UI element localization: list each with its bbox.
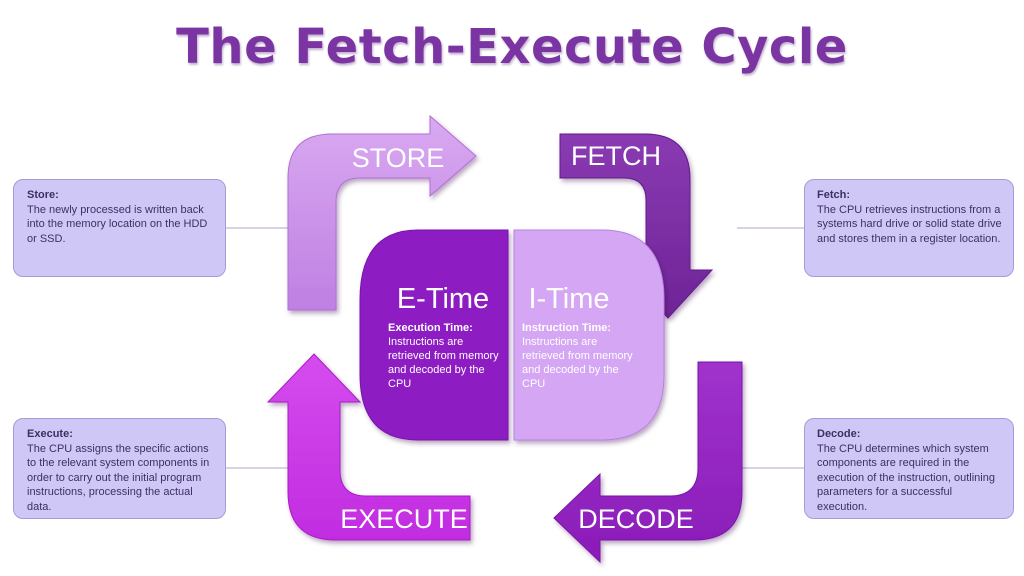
etime-text: Execution Time: Instructions are retriev… [388,321,508,391]
etime-panel [359,229,509,441]
store-heading: Store: [27,189,59,201]
store-arrow [287,114,477,311]
page-title: The Fetch-Execute Cycle [176,19,848,75]
itime-heading: Instruction Time: [522,322,612,334]
store-label: STORE [352,143,445,173]
decode-description: The CPU determines which system componen… [817,442,995,513]
decode-info-box: Decode: The CPU determines which system … [804,418,1014,519]
fetch-description: The CPU retrieves instructions from a sy… [817,203,1002,245]
etime-label: E-Time [397,283,489,315]
decode-label: DECODE [578,504,694,534]
execute-description: The CPU assigns the specific actions to … [27,442,210,513]
fetch-heading: Fetch: [817,189,850,201]
decode-arrow [553,361,743,564]
execute-info-box: Execute: The CPU assigns the specific ac… [13,418,226,519]
fetch-arrow [559,133,714,319]
store-description: The newly processed is written back into… [27,203,208,245]
execute-heading: Execute: [27,428,73,440]
itime-panel [513,229,665,441]
etime-heading: Execution Time: [388,322,473,334]
execute-label: EXECUTE [340,504,468,534]
fetch-label: FETCH [571,141,661,171]
fetch-info-box: Fetch: The CPU retrieves instructions fr… [804,179,1014,277]
itime-description: Instructions are retrieved from memory a… [522,336,633,390]
itime-text: Instruction Time: Instructions are retri… [522,321,642,391]
store-info-box: Store: The newly processed is written ba… [13,179,226,277]
decode-heading: Decode: [817,428,861,440]
execute-arrow [266,353,471,541]
itime-label: I-Time [528,283,609,315]
etime-description: Instructions are retrieved from memory a… [388,336,499,390]
